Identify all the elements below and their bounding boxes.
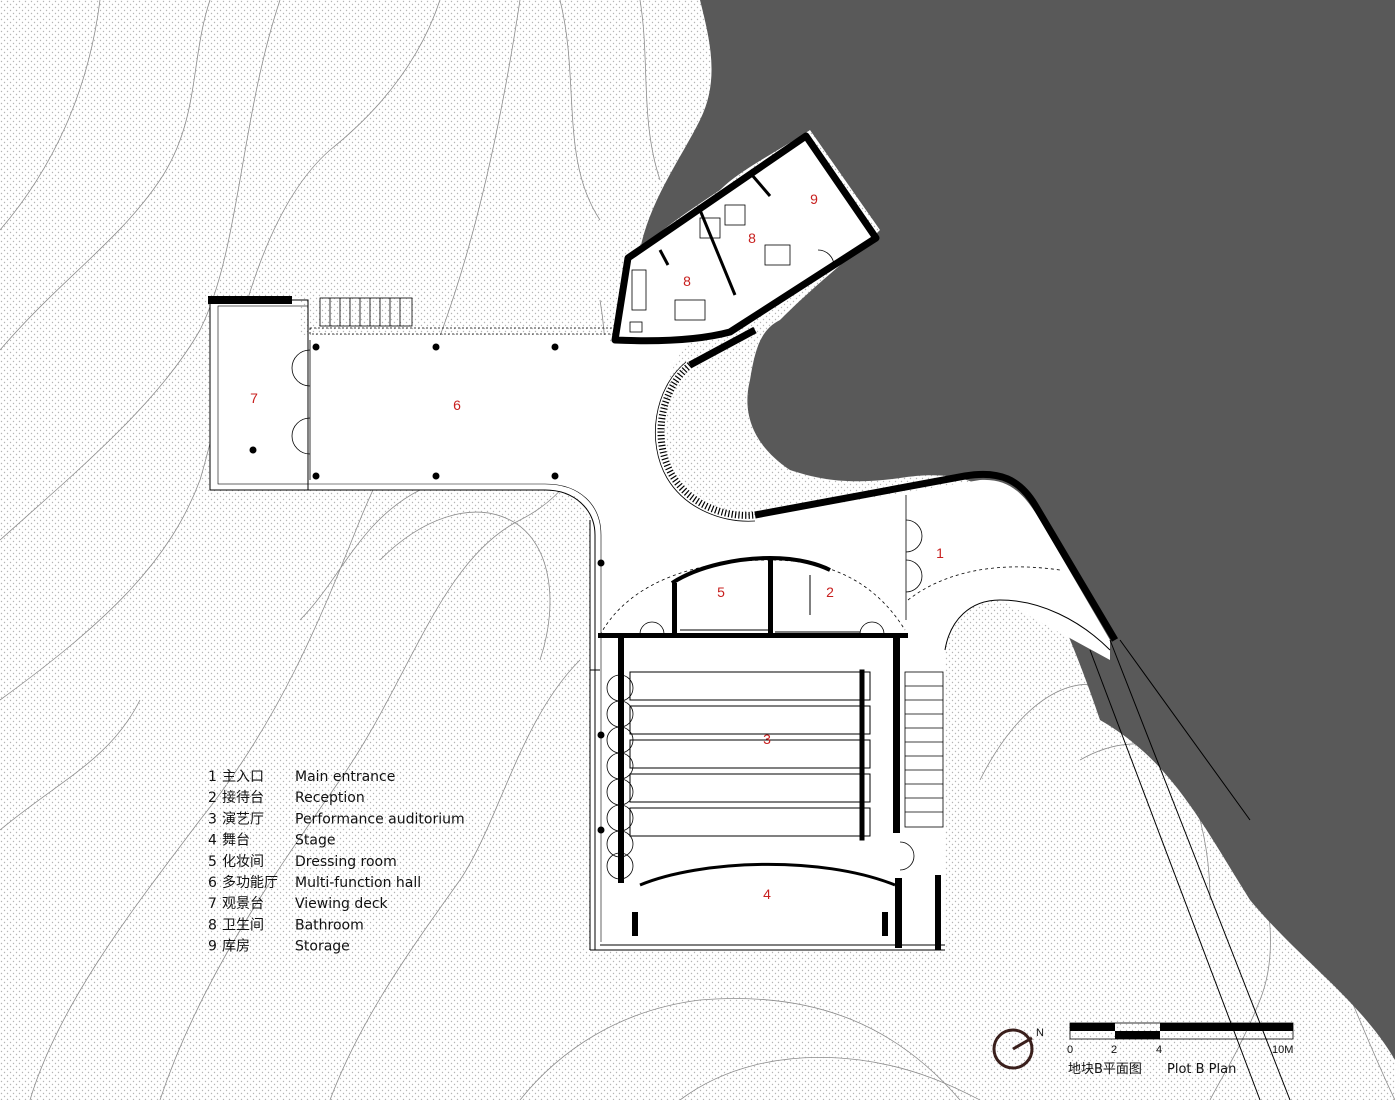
- curved-glass-wall: [657, 362, 756, 519]
- lake-edge-path-2: [1119, 639, 1251, 821]
- legend-zh-4: 舞台: [222, 833, 250, 849]
- stair-east: [904, 671, 944, 828]
- deck-doors: [291, 340, 311, 480]
- legend-zh-2: 接待台: [222, 789, 264, 806]
- auditorium-doors: [639, 621, 915, 871]
- legend-en-5: Dressing room: [295, 854, 397, 870]
- scale-tick-0: 0: [1067, 1044, 1073, 1056]
- room-label-3: 3: [763, 731, 771, 747]
- east-entry-arc: [944, 599, 1111, 651]
- legend-en-3: Performance auditorium: [295, 811, 465, 827]
- north-arrow-icon: N: [992, 1027, 1044, 1070]
- room-labels: 1 2 3 4 5 6 7 8 8 9: [250, 191, 944, 902]
- bathroom-partitions: [658, 174, 772, 296]
- legend-zh-8: 卫生间: [222, 917, 264, 933]
- legend-zh-5: 化妆间: [222, 854, 264, 870]
- auditorium-wall-top: [598, 633, 908, 638]
- legend-zh-1: 主入口: [222, 769, 264, 785]
- hall-outline-inner: [308, 483, 602, 942]
- legend-num-9: 9: [208, 939, 217, 955]
- bathroom-connector-wall: [688, 326, 757, 369]
- legend-num-3: 3: [208, 811, 217, 827]
- stage-wall-east: [895, 878, 902, 948]
- east-entry-arc-outer: [907, 566, 1061, 601]
- dressing-wall-w: [672, 583, 677, 633]
- room-label-7: 7: [250, 390, 258, 406]
- scale-tick-4: 4: [1156, 1044, 1162, 1056]
- dressing-arc-wall: [670, 555, 831, 585]
- lake-water: [640, 0, 1395, 1060]
- legend-zh-3: 演艺厅: [222, 811, 264, 827]
- legend-en-9: Storage: [295, 939, 350, 955]
- viewing-deck-inner: [217, 305, 309, 485]
- bathroom-block: [611, 132, 880, 345]
- room-label-8a: 8: [683, 273, 691, 289]
- stage-steps: [632, 912, 888, 936]
- stair-north: [319, 297, 413, 327]
- stage-wall-far-east: [935, 875, 941, 950]
- room-label-2: 2: [826, 584, 834, 600]
- stage-edge-arc: [639, 862, 896, 887]
- legend-num-5: 5: [208, 854, 217, 870]
- seating-rows: [629, 669, 871, 841]
- curved-glass-wall-line: [655, 361, 756, 522]
- building-floor: [210, 298, 1110, 950]
- building: [208, 132, 1291, 1100]
- room-label-8b: 8: [748, 230, 756, 246]
- legend-num-2: 2: [208, 790, 217, 806]
- north-wall-west: [208, 296, 292, 304]
- legend-en-2: Reception: [295, 790, 365, 806]
- columns: [249, 343, 605, 834]
- legend-num-6: 6: [208, 875, 217, 891]
- legend-num-8: 8: [208, 917, 217, 933]
- hall-outline: [308, 489, 596, 950]
- legend-num-4: 4: [208, 833, 217, 849]
- auditorium-wall-west: [618, 633, 624, 883]
- room-label-4: 4: [763, 886, 771, 902]
- legend-num-7: 7: [208, 896, 217, 912]
- room-label-5: 5: [717, 584, 725, 600]
- legend-en-8: Bathroom: [295, 917, 364, 933]
- bathroom-fixtures: [629, 204, 835, 333]
- main-entrance-doors: [905, 495, 923, 620]
- legend-num-1: 1: [208, 769, 217, 785]
- plan-title-zh: 地块B平面图: [1068, 1062, 1142, 1077]
- room-label-1: 1: [936, 545, 944, 561]
- room-label-9: 9: [810, 191, 818, 207]
- legend-en-7: Viewing deck: [295, 896, 389, 912]
- scale-tick-2: 2: [1111, 1044, 1117, 1056]
- west-glazing: [606, 674, 634, 880]
- scale-tick-10m: 10M: [1272, 1044, 1293, 1056]
- room-label-6: 6: [453, 397, 461, 413]
- dressing-wall-e: [768, 560, 773, 633]
- plan-title-en: Plot B Plan: [1167, 1062, 1236, 1077]
- legend-zh-7: 观景台: [222, 896, 264, 912]
- legend-en-6: Multi-function hall: [295, 875, 421, 891]
- legend-en-1: Main entrance: [295, 769, 395, 785]
- entrance-wall: [754, 470, 1119, 642]
- auditorium-wall-east: [893, 633, 900, 833]
- legend-zh-9: 库房: [222, 939, 250, 955]
- scale-bar: 0 2 4 10M: [1067, 1022, 1293, 1056]
- legend-zh-6: 多功能厅: [222, 874, 278, 891]
- north-label: N: [1036, 1027, 1044, 1039]
- legend: 1 主入口 Main entrance 2 接待台 Reception 3 演艺厅 Perfor…: [208, 769, 465, 955]
- legend-en-4: Stage: [295, 833, 335, 849]
